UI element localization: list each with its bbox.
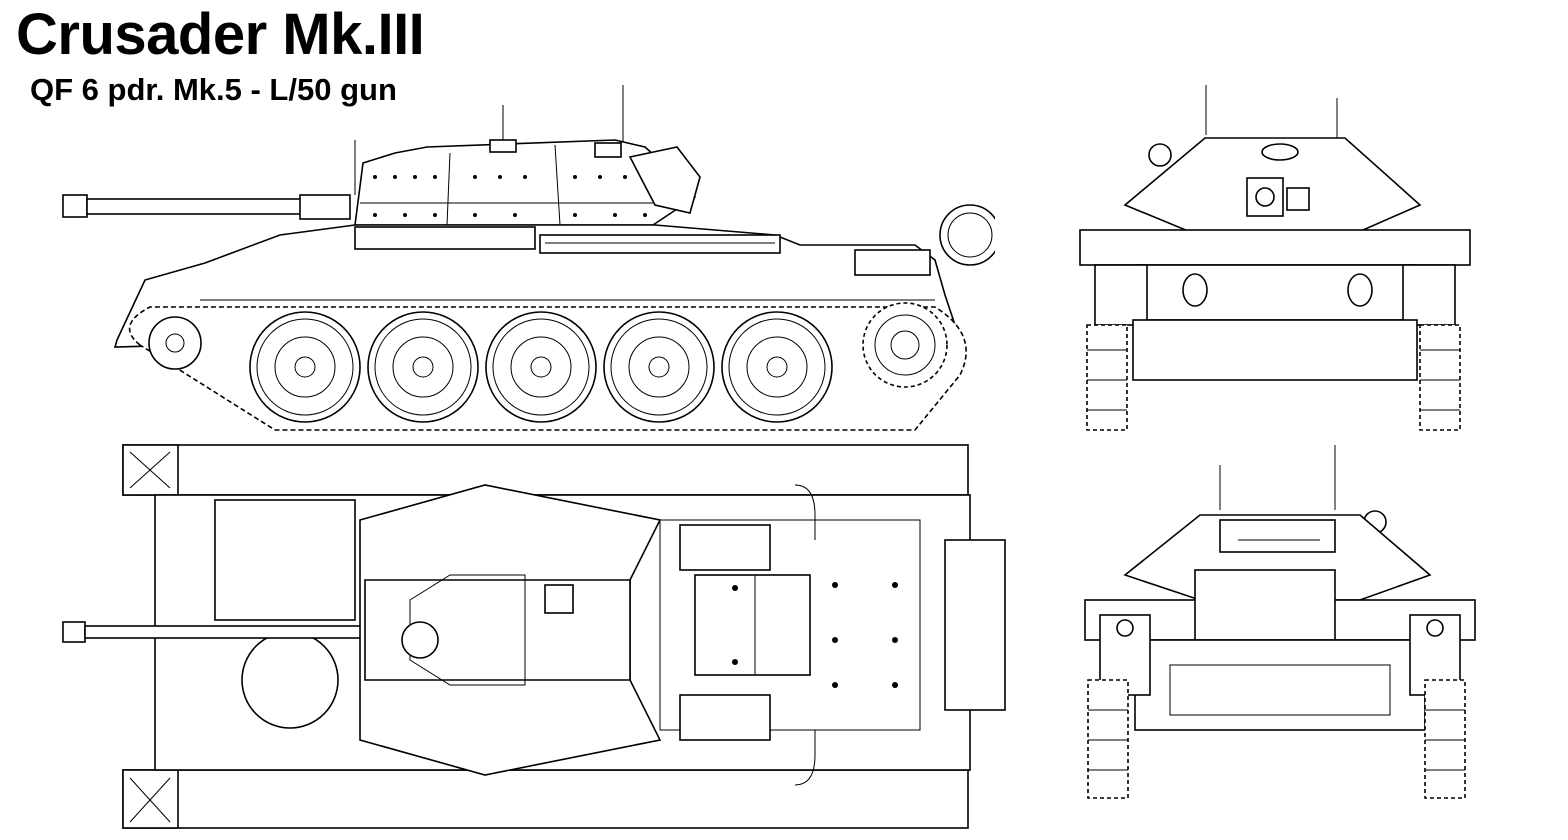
gun-barrel-top <box>84 625 366 639</box>
turret-rivets <box>373 175 647 217</box>
front-right-track <box>1419 324 1461 431</box>
drive-sprocket <box>862 302 948 388</box>
commander-cupola <box>401 621 439 659</box>
front-left-track <box>1086 324 1128 431</box>
right-fender <box>122 769 969 829</box>
front-view <box>1079 85 1471 431</box>
drawing-title: Crusader Mk.III <box>16 2 425 67</box>
top-view <box>62 444 1006 829</box>
driver-hatch <box>241 631 339 729</box>
muzzle-brake <box>62 194 88 218</box>
side-view <box>62 85 995 431</box>
turret <box>354 139 697 226</box>
left-fender <box>122 444 969 496</box>
road-wheels <box>249 311 833 423</box>
idler-wheel <box>148 316 202 370</box>
rear-right-track <box>1424 679 1466 799</box>
gun-barrel <box>86 198 303 215</box>
front-hull <box>1079 229 1471 266</box>
rear-left-track <box>1087 679 1129 799</box>
rear-view <box>1084 445 1476 799</box>
drawing-subtitle: QF 6 pdr. Mk.5 - L/50 gun <box>30 72 397 107</box>
engine-grille <box>694 574 811 676</box>
